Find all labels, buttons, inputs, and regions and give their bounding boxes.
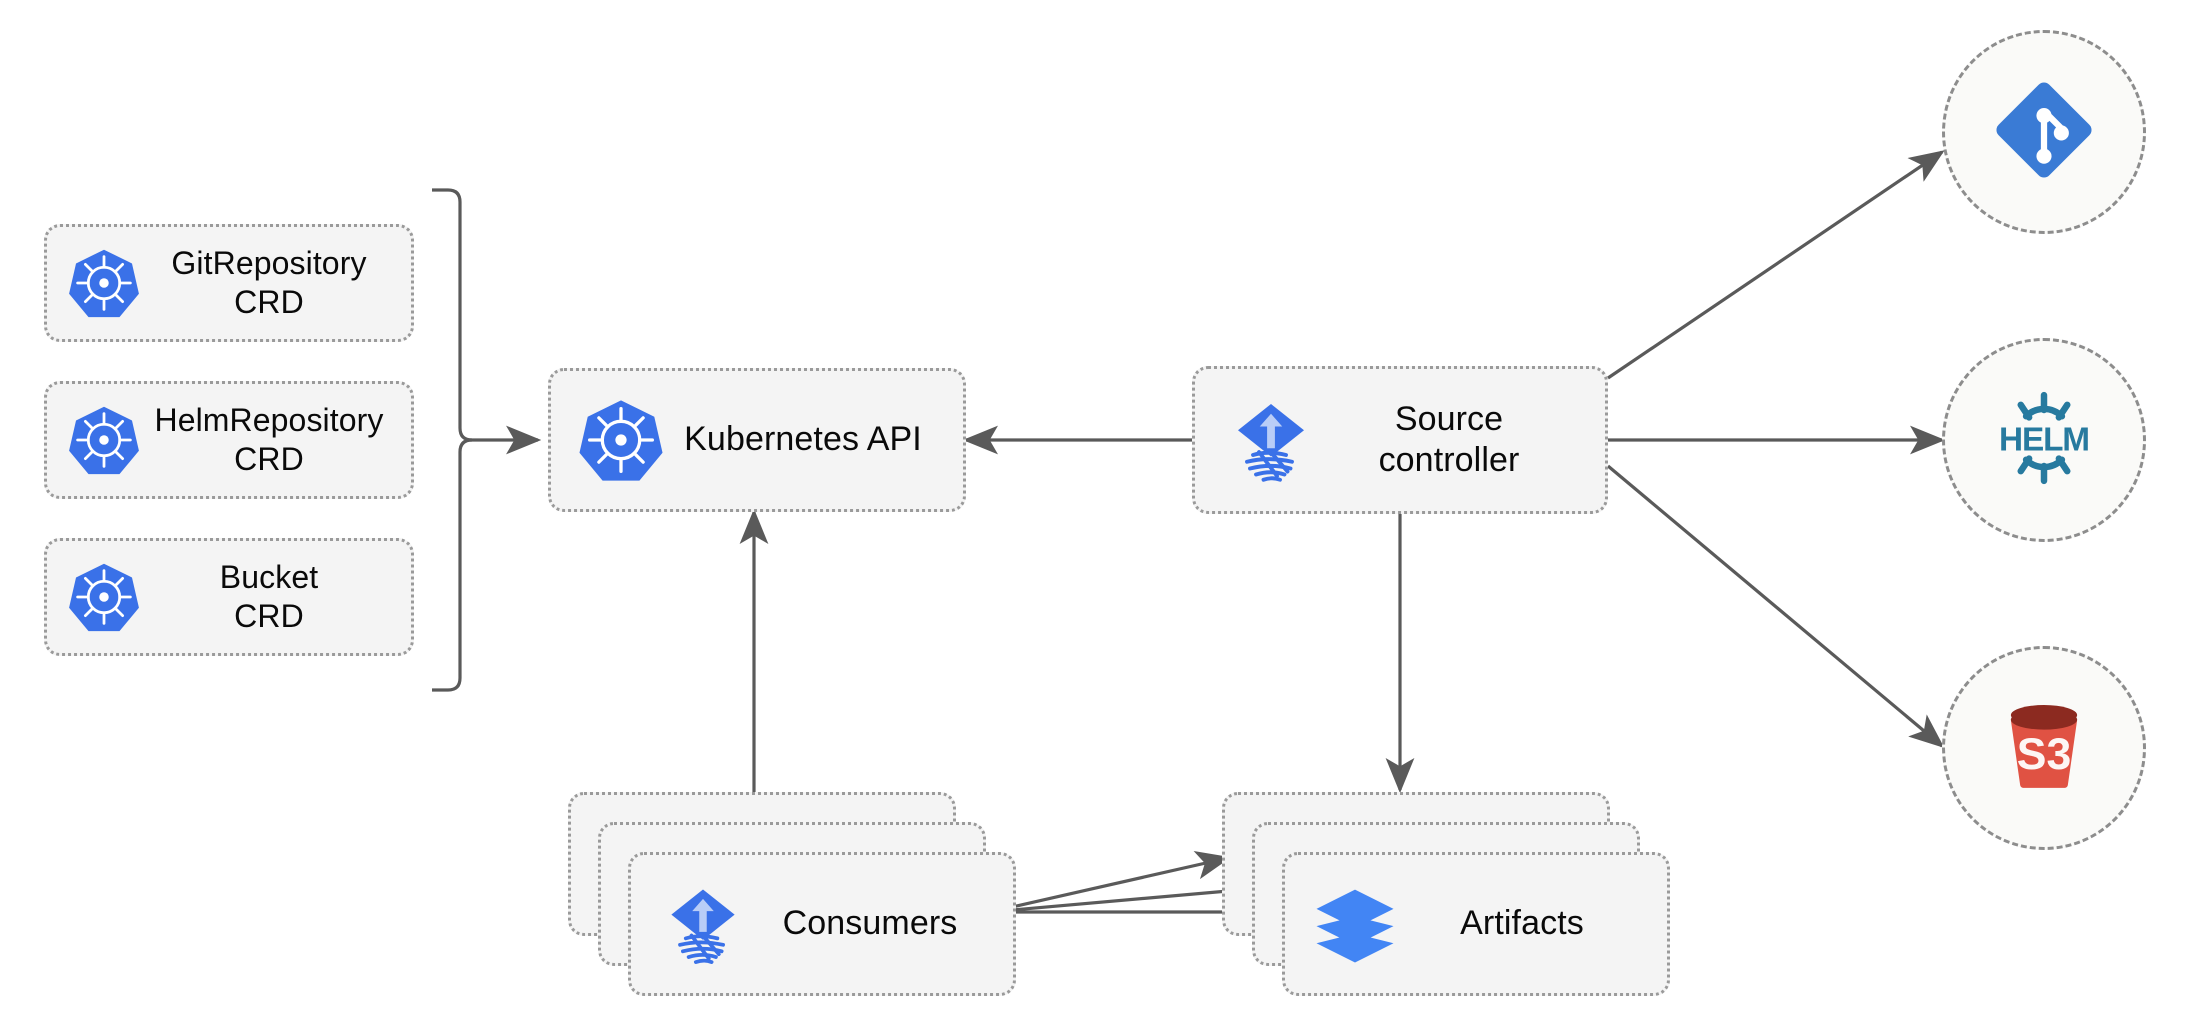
- edge-source-to-s3: [1606, 464, 1945, 749]
- crd-card-gitrepository[interactable]: GitRepository CRD: [44, 224, 414, 342]
- crd-label: GitRepository CRD: [171, 244, 367, 320]
- crd-card-bucket[interactable]: Bucket CRD: [44, 538, 414, 656]
- source-controller-node[interactable]: Source controller: [1192, 366, 1608, 514]
- layers-icon: [1311, 880, 1399, 968]
- s3-source-circle[interactable]: S3: [1942, 646, 2146, 850]
- git-icon: [1985, 71, 2103, 194]
- kubernetes-icon: [577, 396, 665, 484]
- crd-label: HelmRepository CRD: [154, 401, 384, 477]
- s3-icon: S3: [1987, 689, 2101, 808]
- edge-source-to-git: [1607, 150, 1945, 380]
- svg-text:S3: S3: [2017, 730, 2071, 779]
- consumers-node[interactable]: Consumers: [628, 852, 1016, 996]
- crd-label: Bucket CRD: [219, 558, 319, 634]
- kubernetes-api-node[interactable]: Kubernetes API: [548, 368, 966, 512]
- git-source-circle[interactable]: [1942, 30, 2146, 234]
- flux-icon: [657, 878, 749, 970]
- edge-consumers-to-artifacts-1: [989, 851, 1232, 914]
- artifacts-label: Artifacts: [1460, 904, 1584, 943]
- helm-icon: HELM: [1983, 377, 2105, 504]
- crd-bracket: [432, 188, 473, 692]
- consumers-label: Consumers: [782, 904, 958, 943]
- helm-source-circle[interactable]: HELM: [1942, 338, 2146, 542]
- artifacts-node[interactable]: Artifacts: [1282, 852, 1670, 996]
- crd-card-helmrepository[interactable]: HelmRepository CRD: [44, 381, 414, 499]
- kubernetes-icon: [67, 403, 141, 477]
- kubernetes-icon: [67, 560, 141, 634]
- kubernetes-icon: [67, 246, 141, 320]
- source-controller-label: Source controller: [1378, 399, 1520, 479]
- svg-text:HELM: HELM: [1999, 421, 2089, 458]
- flux-icon: [1223, 392, 1319, 488]
- kubernetes-api-label: Kubernetes API: [684, 420, 922, 459]
